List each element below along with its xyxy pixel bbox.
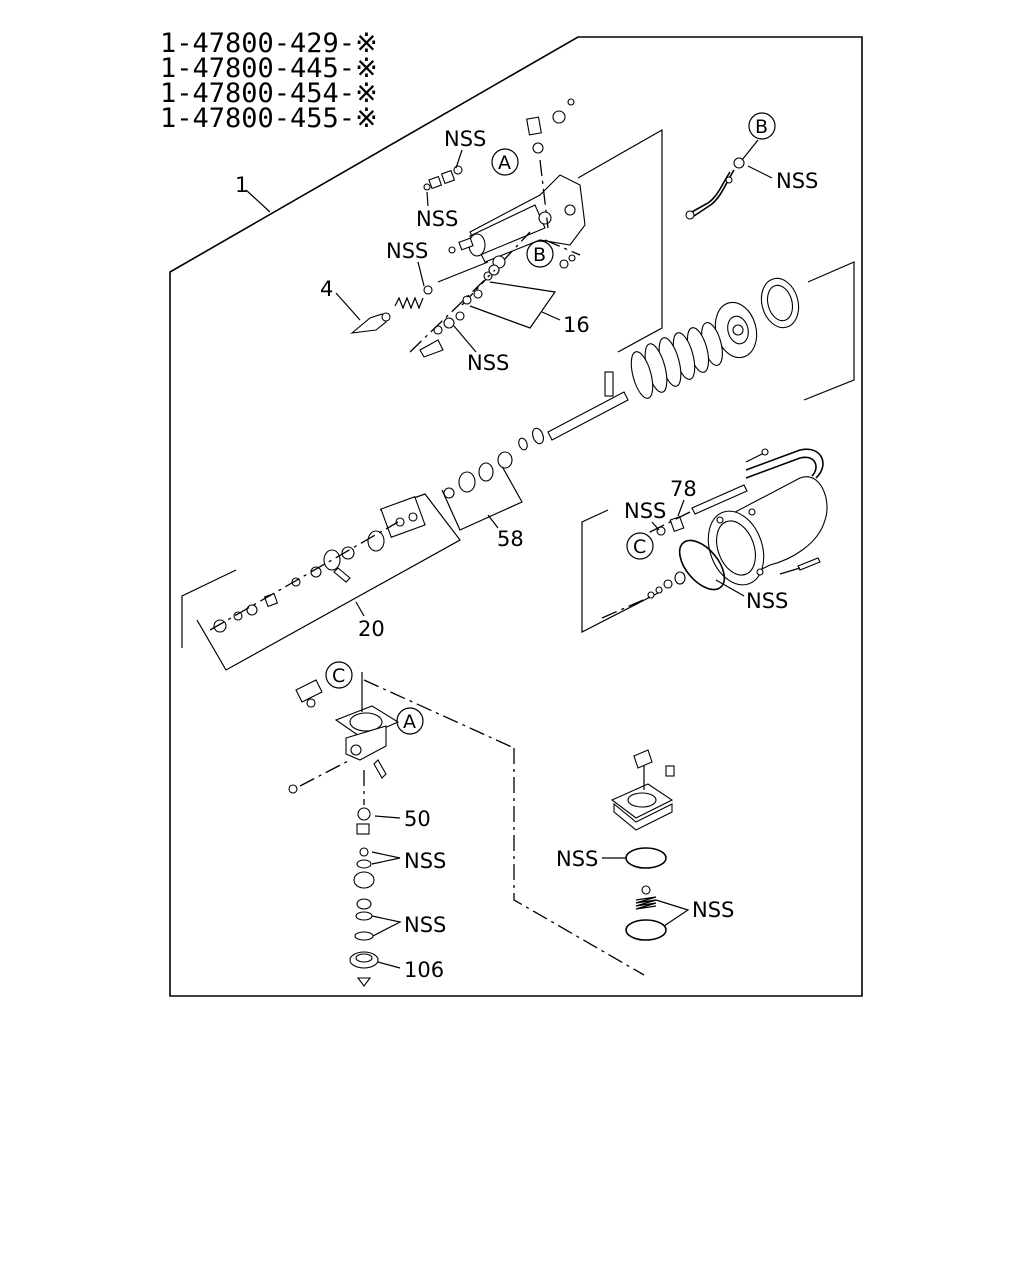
leader-4 xyxy=(335,292,361,321)
part-number-4: 1-47800-455-※ xyxy=(160,103,378,134)
spring-o-ring xyxy=(625,919,667,941)
nss-label-3: NSS xyxy=(386,239,428,263)
part-number-3: 1-47800-454-※ xyxy=(160,78,378,109)
part-number-list: 1-47800-429-※ 1-47800-445-※ 1-47800-454-… xyxy=(160,28,378,134)
callout-16: 16 xyxy=(563,313,590,337)
leader-58 xyxy=(487,514,499,529)
svg-text:A: A xyxy=(403,711,416,733)
nss-label-1: NSS xyxy=(444,127,486,151)
ref-marker-a-upper: A xyxy=(491,148,519,176)
hose-group: B NSS xyxy=(685,112,818,220)
nss-label-2: NSS xyxy=(416,207,458,231)
leader-50 xyxy=(374,815,401,819)
leader-16 xyxy=(541,311,561,321)
part-number-1: 1-47800-429-※ xyxy=(160,28,378,59)
callout-20: 20 xyxy=(358,617,385,641)
callout-1: 1 xyxy=(235,173,248,197)
lower-valve-group: C xyxy=(288,661,645,987)
power-cylinder-group xyxy=(581,448,828,633)
callout-4: 4 xyxy=(320,277,333,301)
ref-marker-b-upper: B xyxy=(526,240,554,268)
nss-label-4: NSS xyxy=(467,351,509,375)
valve-internals-group xyxy=(181,493,461,671)
leader-20 xyxy=(355,601,365,617)
nss-label-9: NSS xyxy=(404,913,446,937)
svg-text:A: A xyxy=(498,152,511,174)
nss-label-6: NSS xyxy=(624,499,666,523)
part-number-2: 1-47800-445-※ xyxy=(160,53,378,84)
assembly-frame xyxy=(169,36,863,997)
reservoir-cover-group xyxy=(610,749,675,941)
ref-marker-c-lower: C xyxy=(325,661,353,689)
callout-106: 106 xyxy=(404,958,444,982)
shaft xyxy=(547,391,629,441)
leader-78 xyxy=(677,499,685,517)
group-bracket-right xyxy=(803,261,855,401)
nss-label-11: NSS xyxy=(692,898,734,922)
nss-label-10: NSS xyxy=(556,847,598,871)
leader-106 xyxy=(377,961,401,969)
svg-text:C: C xyxy=(332,665,345,687)
svg-text:B: B xyxy=(533,244,546,266)
o-ring xyxy=(678,539,726,591)
nss-label-7: NSS xyxy=(746,589,788,613)
callout-78: 78 xyxy=(670,477,697,501)
valve-body-group xyxy=(350,98,663,358)
callout-50: 50 xyxy=(404,807,431,831)
svg-text:C: C xyxy=(633,536,646,558)
ref-marker-c-right: C xyxy=(626,532,654,560)
piston-group xyxy=(441,451,523,531)
cover-o-ring xyxy=(625,847,667,869)
ref-marker-b-right: B xyxy=(748,112,776,140)
nss-label-5: NSS xyxy=(776,169,818,193)
svg-text:B: B xyxy=(755,116,768,138)
nss-label-8: NSS xyxy=(404,849,446,873)
group-bracket-cylinder xyxy=(581,509,661,633)
boot-group xyxy=(518,261,855,451)
group-bracket-left xyxy=(181,569,237,648)
group-bracket-upper xyxy=(577,128,663,353)
ref-marker-a-lower: A xyxy=(396,707,424,735)
leader-1 xyxy=(245,189,271,213)
callout-58: 58 xyxy=(497,527,524,551)
